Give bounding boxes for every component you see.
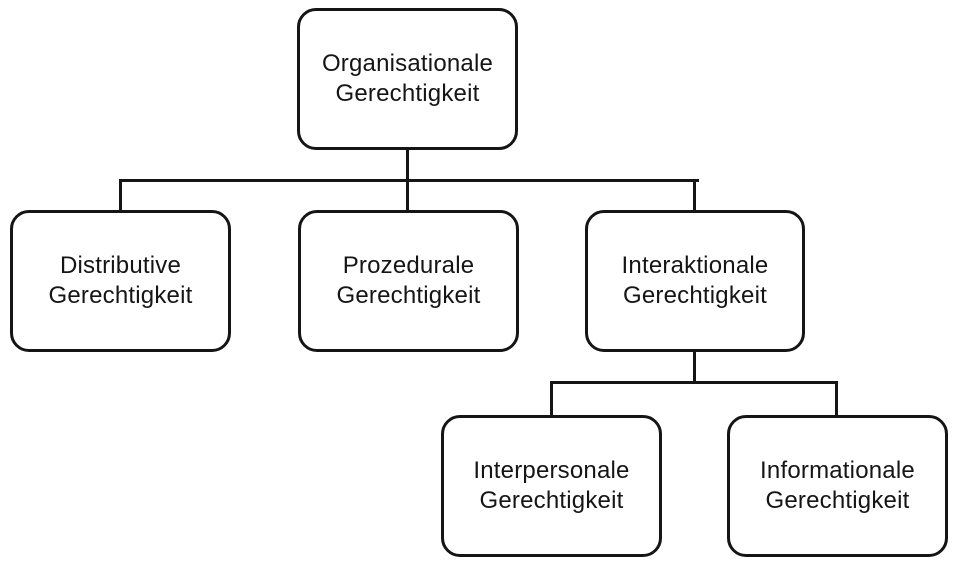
connector-stub-interpersonale [550,381,553,415]
node-distributive-gerechtigkeit: Distributive Gerechtigkeit [10,210,231,352]
node-label-distributive: Distributive Gerechtigkeit [48,252,193,309]
node-organisationale-gerechtigkeit: Organisationale Gerechtigkeit [297,8,518,150]
connector-interaktionale-stem [693,352,696,383]
connector-stub-prozedurale [406,179,409,210]
node-label-informationale: Informationale Gerechtigkeit [760,457,915,514]
connector-level2-rail [550,381,838,384]
connector-stub-distributive [119,179,122,210]
node-interaktionale-gerechtigkeit: Interaktionale Gerechtigkeit [585,210,805,352]
connector-root-stem [406,150,409,182]
node-label-organisationale: Organisationale Gerechtigkeit [321,50,494,107]
node-informationale-gerechtigkeit: Informationale Gerechtigkeit [727,415,948,557]
node-prozedurale-gerechtigkeit: Prozedurale Gerechtigkeit [298,210,519,352]
connector-level1-rail [119,179,699,182]
connector-stub-informationale [835,381,838,415]
node-label-interpersonale: Interpersonale Gerechtigkeit [473,457,630,514]
node-interpersonale-gerechtigkeit: Interpersonale Gerechtigkeit [441,415,662,557]
node-label-interaktionale: Interaktionale Gerechtigkeit [621,252,769,309]
node-label-prozedurale: Prozedurale Gerechtigkeit [336,252,481,309]
connector-stub-interaktionale [693,179,696,210]
